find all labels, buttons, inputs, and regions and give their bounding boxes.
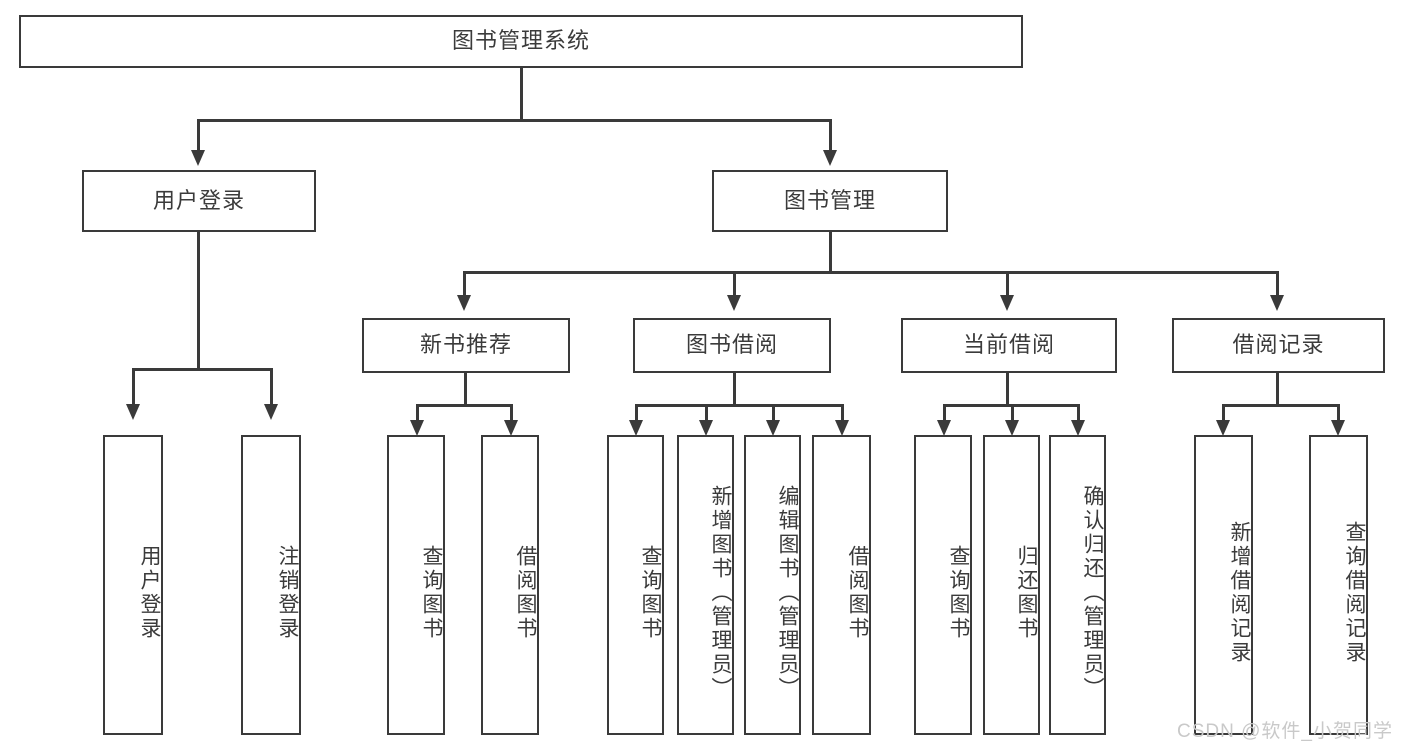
arrow-to-current-borrow [1000,295,1014,311]
connector-new-book-stem [464,373,467,406]
connector-borrow-record-drop-1 [1222,404,1225,424]
node-label: 确认归还（管理员） [1081,485,1104,701]
node-label: 新增借阅记录 [1228,521,1251,665]
connector-book-borrow-stem [733,373,736,406]
arrow-leaf-add-record [1216,420,1230,436]
arrow-to-borrow-record [1270,295,1284,311]
connector-book-borrow-drop-2 [705,404,708,424]
leaf-user-login[interactable]: 用户登录 [103,435,163,735]
node-label: 查询图书 [947,545,970,641]
node-root-system[interactable]: 图书管理系统 [19,15,1023,68]
node-label: 新增图书（管理员） [709,485,732,701]
arrow-leaf-borrow-book-2 [835,420,849,436]
node-label: 注销登录 [276,545,299,641]
arrow-leaf-query-book-3 [937,420,951,436]
csdn-watermark: CSDN @软件_小贺同学 [1177,721,1393,742]
leaf-edit-book-admin[interactable]: 编辑图书（管理员） [744,435,801,735]
arrow-leaf-logout [264,404,278,420]
connector-book-mgmt-drop-2 [733,271,736,297]
node-label: 归还图书 [1015,545,1038,641]
arrow-leaf-query-record [1331,420,1345,436]
leaf-logout[interactable]: 注销登录 [241,435,301,735]
connector-book-mgmt-bus [464,271,1278,274]
node-label: 查询借阅记录 [1343,521,1366,665]
node-label: 查询图书 [639,545,662,641]
connector-new-book-drop-2 [510,404,513,424]
node-borrow-record[interactable]: 借阅记录 [1172,318,1385,373]
arrow-to-book-borrow [727,295,741,311]
connector-user-login-bus [132,368,273,371]
leaf-return-book[interactable]: 归还图书 [983,435,1040,735]
node-user-login[interactable]: 用户登录 [82,170,316,232]
connector-root-bus [198,119,832,122]
connector-book-borrow-drop-1 [635,404,638,424]
node-label: 新书推荐 [419,332,512,358]
node-label: 图书管理系统 [451,28,590,54]
connector-root-to-user-login [197,119,200,152]
node-label: 图书管理 [783,187,876,213]
connector-book-mgmt-stem [829,232,832,273]
arrow-to-book-mgmt [823,150,837,166]
connector-user-login-drop-2 [270,368,273,406]
connector-new-book-drop-1 [416,404,419,424]
node-current-borrow[interactable]: 当前借阅 [901,318,1117,373]
leaf-borrow-book[interactable]: 借阅图书 [812,435,871,735]
arrow-leaf-query-book-2 [629,420,643,436]
leaf-query-book-recommend[interactable]: 查询图书 [387,435,445,735]
leaf-query-borrow-record[interactable]: 查询借阅记录 [1309,435,1368,735]
node-label: 借阅记录 [1232,332,1325,358]
connector-user-login-drop-1 [132,368,135,406]
arrow-leaf-user-login [126,404,140,420]
connector-book-borrow-drop-4 [841,404,844,424]
connector-current-borrow-drop-2 [1011,404,1014,424]
connector-book-borrow-bus [635,404,844,407]
arrow-leaf-query-book-1 [410,420,424,436]
connector-current-borrow-stem [1006,373,1009,406]
arrow-leaf-return-book [1005,420,1019,436]
leaf-query-book-current[interactable]: 查询图书 [914,435,972,735]
node-book-borrow[interactable]: 图书借阅 [633,318,831,373]
node-label: 编辑图书（管理员） [776,485,799,701]
connector-borrow-record-drop-2 [1337,404,1340,424]
node-label: 借阅图书 [514,545,537,641]
node-label: 当前借阅 [962,332,1055,358]
connector-book-mgmt-drop-1 [463,271,466,297]
connector-book-mgmt-drop-4 [1276,271,1279,297]
connector-book-borrow-drop-3 [772,404,775,424]
leaf-borrow-book-recommend[interactable]: 借阅图书 [481,435,539,735]
leaf-add-borrow-record[interactable]: 新增借阅记录 [1194,435,1253,735]
leaf-add-book-admin[interactable]: 新增图书（管理员） [677,435,734,735]
connector-book-mgmt-drop-3 [1006,271,1009,297]
arrow-leaf-confirm-return [1071,420,1085,436]
node-label: 借阅图书 [846,545,869,641]
connector-borrow-record-stem [1276,373,1279,406]
arrow-leaf-borrow-book-1 [504,420,518,436]
connector-current-borrow-drop-3 [1077,404,1080,424]
leaf-query-book-borrow[interactable]: 查询图书 [607,435,664,735]
connector-current-borrow-drop-1 [943,404,946,424]
connector-root-to-book-mgmt [829,119,832,152]
arrow-to-new-book-recommend [457,295,471,311]
node-book-management[interactable]: 图书管理 [712,170,948,232]
connector-root-stem [520,68,523,121]
connector-user-login-stem [197,232,200,370]
node-label: 用户登录 [138,545,161,641]
node-label: 用户登录 [152,187,245,213]
node-label: 查询图书 [420,545,443,641]
leaf-confirm-return-admin[interactable]: 确认归还（管理员） [1049,435,1106,735]
arrow-leaf-edit-book [766,420,780,436]
node-new-book-recommend[interactable]: 新书推荐 [362,318,570,373]
connector-borrow-record-bus [1222,404,1339,407]
connector-new-book-bus [416,404,513,407]
arrow-to-user-login [191,150,205,166]
node-label: 图书借阅 [685,332,778,358]
arrow-leaf-add-book [699,420,713,436]
